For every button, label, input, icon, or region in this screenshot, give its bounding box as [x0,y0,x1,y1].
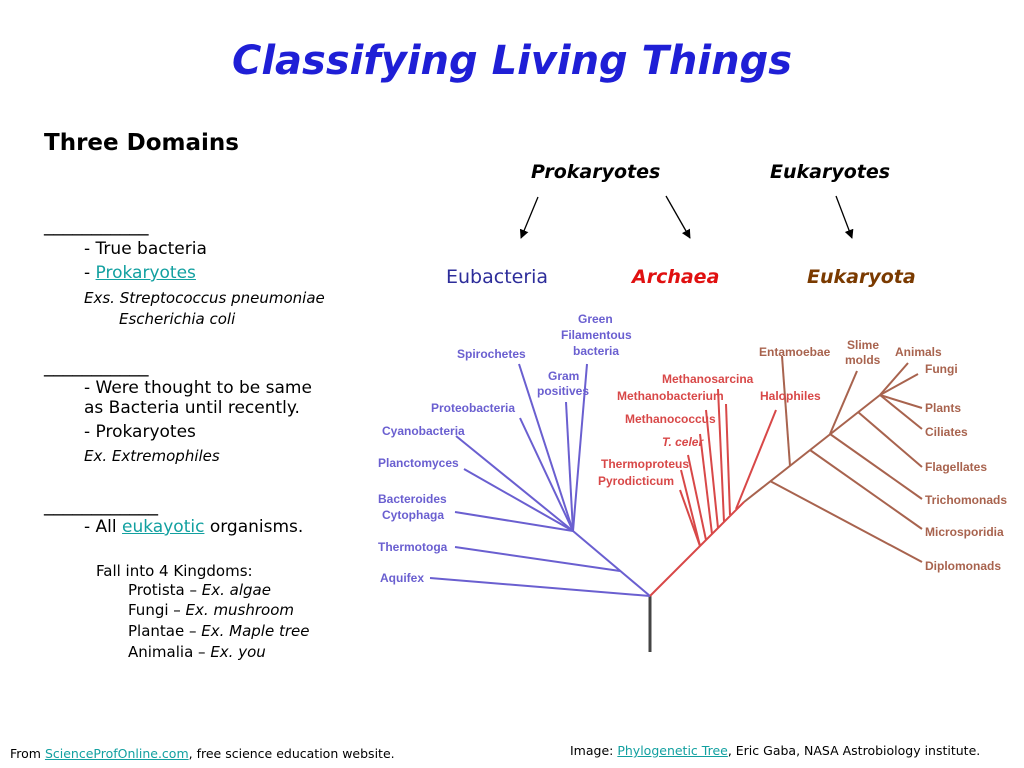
d1-true-bacteria: - True bacteria [84,239,207,259]
blank-domain-1: ___________ [44,214,149,236]
label-diplomonads: Diplomonads [925,559,1002,573]
kingdoms-intro: Fall into 4 Kingdoms: [96,562,253,580]
kingdom-animalia: Animalia – Ex. you [128,643,266,661]
label-animals: Animals [895,345,942,359]
phylogenetic-tree-link[interactable]: Phylogenetic Tree [617,743,728,758]
scienceprofonline-link[interactable]: ScienceProfOnline.com [44,746,189,761]
label-fungi: Fungi [925,362,958,376]
label-gram: Gram [548,369,580,383]
footer-image-credit: Image: Phylogenetic Tree, Eric Gaba, NAS… [570,743,980,758]
kingdom-name: Animalia – [128,643,211,661]
label-proteobacteria: Proteobacteria [431,401,516,415]
d3-prefix: - All [84,517,123,537]
label-slime: Slime [847,338,880,352]
label-cyanobacteria: Cyanobacteria [382,424,465,438]
footer-image-suffix: , Eric Gaba, NASA Astrobiology institute… [727,743,981,758]
blank-domain-2: ___________ [44,355,149,377]
footer-from-suffix: , free science education website. [188,746,395,761]
label-thermoproteus: Thermoproteus [601,457,690,471]
label-t-celer: T. celer [662,435,704,449]
kingdom-example: Ex. you [210,643,266,661]
label-spirochetes: Spirochetes [457,347,526,361]
label-methanococcus: Methanococcus [625,412,716,426]
label-aquifex: Aquifex [380,571,425,585]
prokaryotes-link[interactable]: Prokaryotes [95,263,196,283]
footer-from-prefix: From [10,746,45,761]
kingdom-example: Ex. mushroom [185,601,295,619]
prokaryotes-header: Prokaryotes [531,161,661,183]
label-ciliates: Ciliates [925,425,968,439]
d2-prokaryotes: - Prokaryotes [84,422,196,442]
d1-example-1: Exs. Streptococcus pneumoniae [84,289,325,307]
label-bacteria: bacteria [573,344,620,358]
kingdom-fungi: Fungi – Ex. mushroom [128,601,294,619]
kingdom-protista: Protista – Ex. algae [128,581,271,599]
label-flagellates: Flagellates [925,460,988,474]
label-planctomyces: Planctomyces [378,456,459,470]
kingdom-example: Ex. Maple tree [201,622,310,640]
d1-prokaryotes-line: - Prokaryotes [84,263,196,283]
footer-image-prefix: Image: [570,743,618,758]
arrow-to-eukaryota [835,195,854,239]
label-thermotoga: Thermotoga [378,540,448,554]
archaea-label: Archaea [632,266,720,288]
eukaryotes-header: Eukaryotes [770,161,891,183]
label-methanosarcina: Methanosarcina [662,372,754,386]
d2-line-1a: - Were thought to be same [84,378,312,398]
kingdom-example: Ex. algae [201,581,271,599]
label-positives: positives [537,384,590,398]
eukaryotic-link[interactable]: eukayotic [122,517,205,537]
arrow-to-archaea [665,195,691,239]
label-methanobacterium: Methanobacterium [617,389,724,403]
kingdom-plantae: Plantae – Ex. Maple tree [128,622,309,640]
eukaryota-label: Eukaryota [807,266,916,288]
label-plants: Plants [925,401,962,415]
kingdom-name: Plantae – [128,622,202,640]
arrow-to-eubacteria [519,196,539,239]
label-trichomonads: Trichomonads [925,493,1008,507]
label-pyrodicticum: Pyrodicticum [598,474,675,488]
section-heading: Three Domains [44,130,239,156]
kingdom-name: Protista – [128,581,202,599]
eukarya-branches [743,355,923,563]
label-molds: molds [845,353,881,367]
d1-example-2: Escherichia coli [119,310,236,328]
label-cytophaga: Cytophaga [382,508,445,522]
blank-domain-3: ____________ [44,494,158,516]
archaea-branches [649,388,777,597]
label-microsporidia: Microsporidia [925,525,1004,539]
label-filamentous: Filamentous [561,328,632,342]
d3-line-1: - All eukayotic organisms. [84,517,303,537]
label-green: Green [578,312,613,326]
d2-line-1b: as Bacteria until recently. [84,398,300,418]
eubacteria-text: Eubacteria [446,266,549,288]
bacteria-branches [429,363,651,597]
label-entamoebae: Entamoebae [759,345,831,359]
label-halophiles: Halophiles [760,389,821,403]
footer-source: From ScienceProfOnline.com, free science… [10,746,395,761]
label-bacteroides: Bacteroides [378,492,447,506]
eubacteria-label: Eubacteria [446,266,548,288]
kingdom-name: Fungi – [128,601,186,619]
d1-dash: - [84,263,96,283]
d3-suffix: organisms. [204,517,304,537]
d2-example: Ex. Extremophiles [84,447,220,465]
page-title: Classifying Living Things [231,38,793,84]
